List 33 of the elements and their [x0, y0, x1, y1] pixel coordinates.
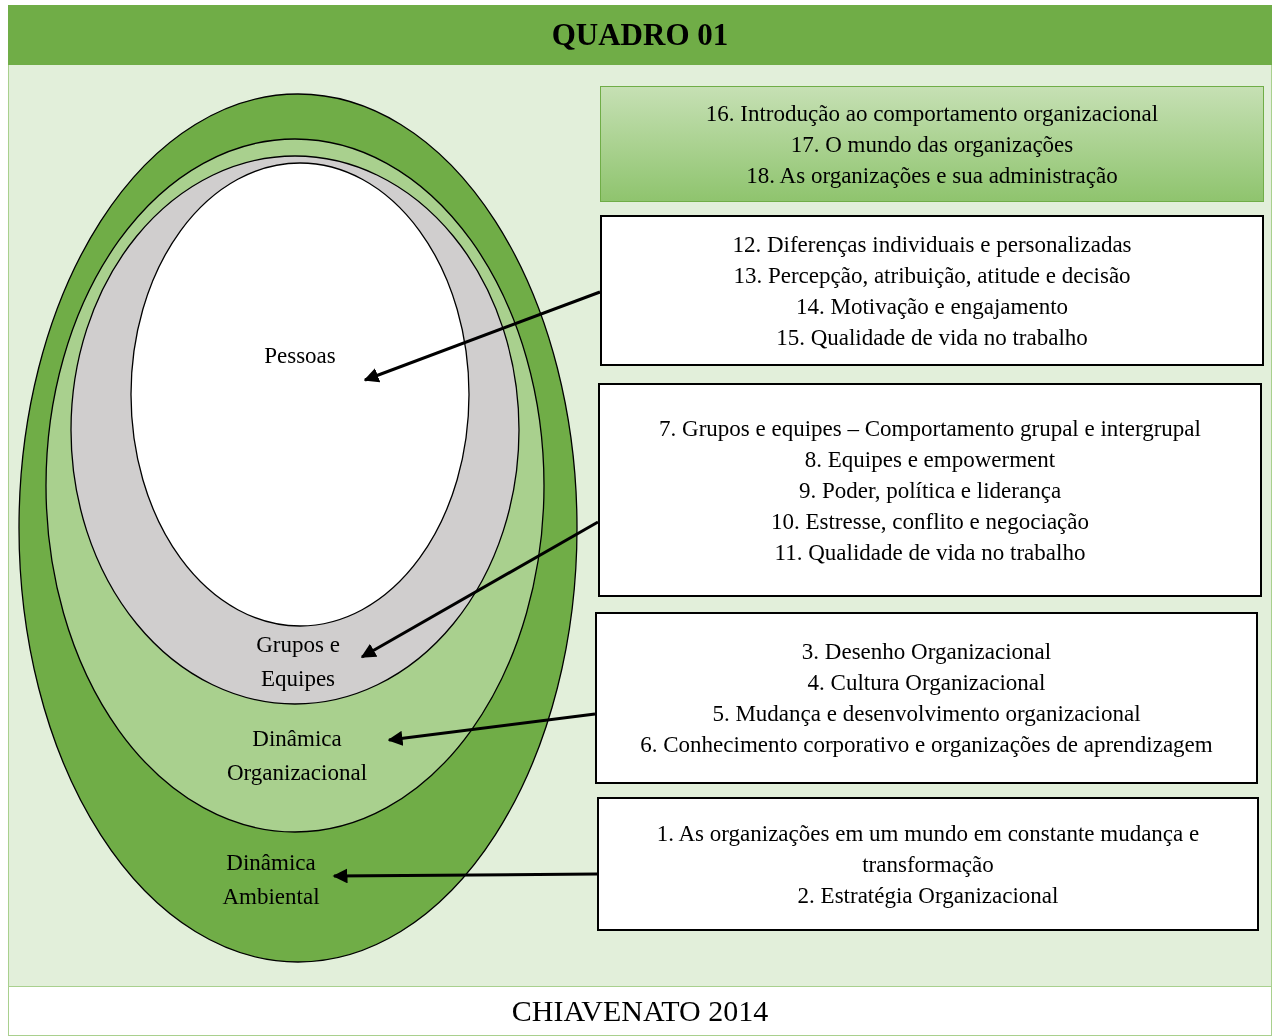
topic-item: 16. Introdução ao comportamento organizacional	[704, 99, 1160, 128]
topic-item: 18. As organizações e sua administração	[745, 161, 1119, 190]
topic-item: 12. Diferenças individuais e personalizadas	[731, 230, 1133, 259]
topic-item: 2. Estratégia Organizacional	[796, 881, 1060, 910]
topic-item: 3. Desenho Organizacional	[800, 638, 1053, 666]
topic-item: 14. Motivação e engajamento	[794, 292, 1070, 321]
topic-item: 13. Percepção, atribuição, atitude e decisão	[732, 261, 1132, 290]
arrow	[363, 290, 601, 383]
topic-item: 15. Qualidade de vida no trabalho	[775, 323, 1089, 352]
arrow	[387, 712, 596, 746]
topic-item: 11. Qualidade de vida no trabalho	[773, 538, 1087, 567]
topic-item: 9. Poder, política e liderança	[797, 476, 1063, 505]
caption: CHIAVENATO 2014	[8, 986, 1272, 1036]
topic-item: 4. Cultura Organizacional	[806, 669, 1047, 697]
layer-label: Dinâmica Organizacional	[225, 725, 369, 787]
topic-list-box	[600, 86, 1264, 202]
layer-label: Grupos e Equipes	[255, 631, 341, 693]
topic-item: 10. Estresse, conflito e negociação	[769, 507, 1090, 536]
arrow	[360, 520, 599, 659]
topic-list-box	[598, 383, 1262, 597]
topic-item: 6. Conhecimento corporativo e organizações de aprendizagem	[639, 731, 1214, 759]
arrow	[332, 868, 597, 884]
layer-label: Pessoas	[263, 342, 337, 370]
topic-item: 1. As organizações em um mundo em constante mudança e transformação	[655, 819, 1201, 879]
topic-list-box	[600, 215, 1264, 366]
topic-item: 8. Equipes e empowerment	[803, 445, 1057, 474]
topic-list-box	[595, 612, 1258, 784]
layer-label: Dinâmica Ambiental	[221, 849, 321, 911]
topic-list-box	[597, 797, 1259, 931]
topic-item: 5. Mudança e desenvolvimento organizacional	[711, 700, 1142, 728]
topic-item: 17. O mundo das organizações	[789, 130, 1075, 159]
topic-item: 7. Grupos e equipes – Comportamento grupal e intergrupal	[658, 414, 1202, 443]
title-bar: QUADRO 01	[8, 5, 1272, 65]
